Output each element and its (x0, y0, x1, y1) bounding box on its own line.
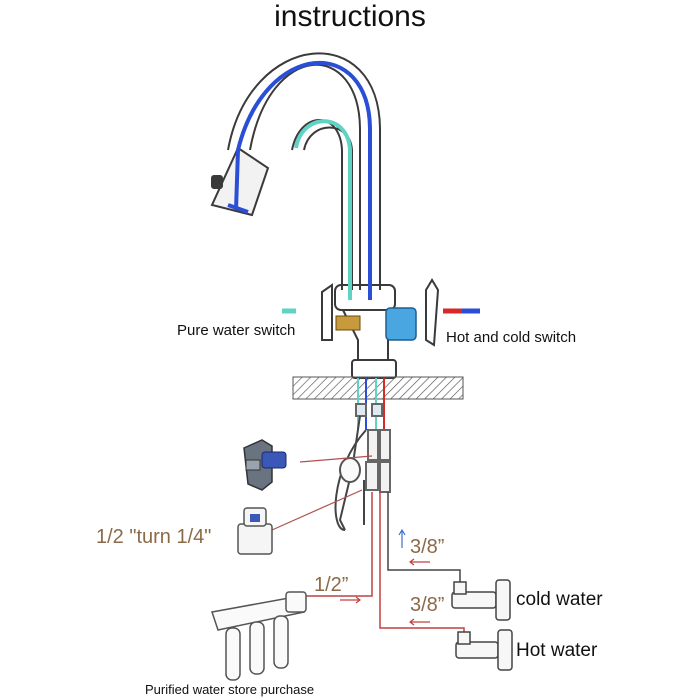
pure-water-line (294, 119, 352, 300)
brass-valve-icon (335, 315, 361, 331)
three-eighths-top-label: 3/8” (410, 536, 445, 558)
callout-leader-2 (271, 489, 363, 531)
cold-angle-valve-icon (451, 579, 511, 621)
hot-water-label: Hot water (516, 640, 598, 661)
valve-cartridge-icon (385, 307, 417, 341)
cold-water-label: cold water (516, 589, 603, 610)
purifier-line (298, 492, 373, 597)
callout-leader-1 (299, 455, 373, 463)
push-fit-adapter-icon (237, 507, 273, 555)
purifier-caption: Purified water store purchase (145, 682, 315, 697)
hot-angle-valve-icon (455, 629, 513, 671)
three-eighths-bottom-label: 3/8” (410, 594, 445, 616)
turn-label: 1/2 "turn 1/4" (96, 526, 212, 548)
countertop-icon (292, 376, 464, 400)
page-title: instructions (274, 0, 426, 33)
spray-head-icon (210, 146, 270, 217)
pure-water-switch-label: Pure water switch (177, 322, 296, 339)
hot-cold-switch-label: Hot and cold switch (446, 329, 577, 346)
flow-arrows (340, 528, 430, 626)
half-inch-label: 1/2” (314, 574, 349, 596)
tee-adapter-icon (243, 439, 287, 491)
cold-line (234, 61, 372, 300)
filter-system-icon (211, 591, 307, 681)
supply-hoses (334, 378, 391, 531)
